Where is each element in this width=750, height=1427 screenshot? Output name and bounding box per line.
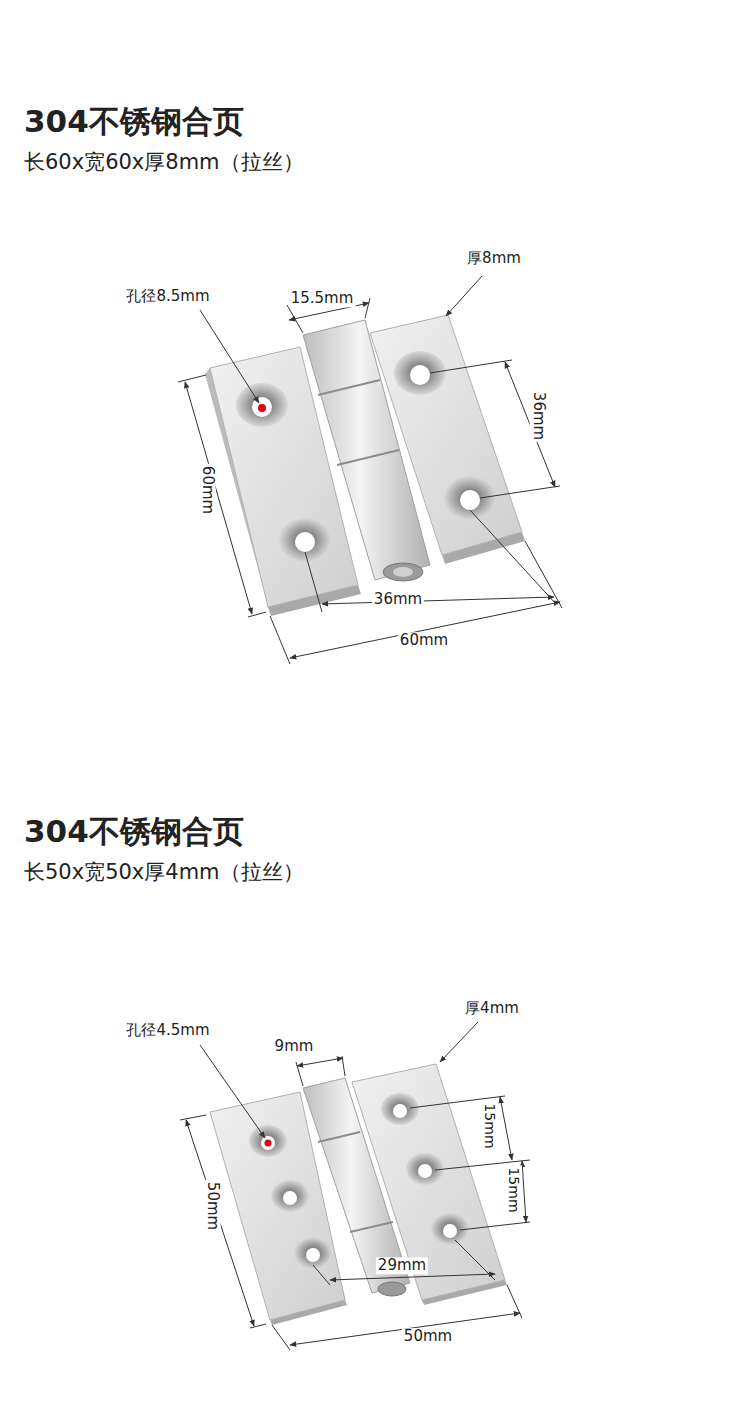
dimension: 29mm [376,1257,428,1274]
dimension: 60mm [198,464,215,516]
dimension: 15mm [506,1165,522,1214]
dimension: 36mm [529,390,546,442]
dimension: 9mm [273,1038,316,1055]
subheading: 长60x宽60x厚8mm（拉丝） [22,150,306,174]
hinge-small [210,1064,507,1325]
dimension: 50mm [203,1180,220,1232]
subheading: 长50x宽50x厚4mm（拉丝） [22,860,306,884]
dimension-lines-small [180,1022,530,1350]
heading: 304不锈钢合页 [22,814,246,850]
hinge-large [205,315,525,616]
thickness: 厚8mm [465,250,523,267]
dimension: 60mm [398,632,450,649]
dimension: 15mm [482,1101,498,1150]
hole-diameter: 孔径4.5mm [124,1022,211,1039]
dimension: 36mm [372,591,424,608]
heading: 304不锈钢合页 [22,104,246,140]
dimension-lines-large [178,276,562,664]
dimension: 15.5mm [289,290,356,307]
hole-diameter: 孔径8.5mm [124,288,211,305]
thickness: 厚4mm [463,1000,521,1017]
dimension: 50mm [402,1328,454,1345]
